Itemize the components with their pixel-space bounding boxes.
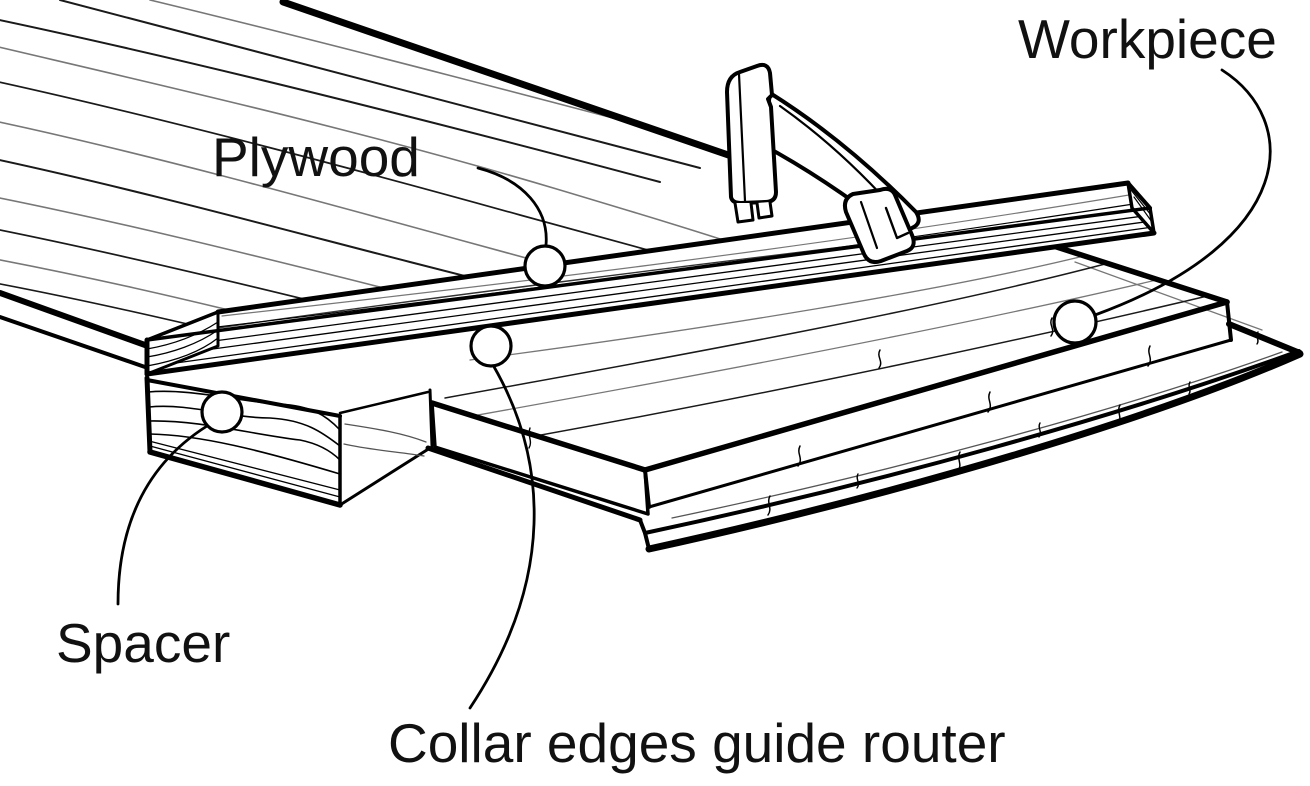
leader-spacer [116, 424, 209, 606]
workpiece-front-right-corner [1225, 300, 1233, 342]
label-collar-caption: Collar edges guide router [388, 712, 1006, 774]
label-workpiece: Workpiece [1018, 8, 1277, 70]
bottom-board-right-end-edge [1226, 321, 1303, 356]
bottom-board-bottom-edge [645, 350, 1304, 553]
plywood-lamination-lines [146, 214, 1154, 368]
workpiece-front-top-edge [642, 299, 1230, 473]
label-spacer: Spacer [56, 612, 231, 674]
leader-dot-plywood [523, 244, 567, 288]
leader-dot-workpiece [1052, 299, 1098, 345]
bench-near-edge [0, 290, 148, 348]
bench-far-edge [279, 0, 741, 162]
leader-collar [468, 363, 536, 710]
label-plywood: Plywood [212, 126, 420, 188]
plywood-right-top-edge [1126, 181, 1152, 210]
leader-dot-collar [469, 324, 513, 368]
clamp-head-foot-left [733, 201, 755, 224]
plywood-strip [144, 180, 1157, 377]
spacer-top-edge [145, 378, 342, 418]
spacer-front-face [147, 380, 340, 505]
plywood-far-edge [215, 180, 1131, 315]
bottom-board-grain [671, 261, 1283, 519]
leader-plywood [476, 166, 548, 247]
workpiece-right-end-edge [1032, 237, 1230, 305]
plywood-left-top-edge [145, 310, 220, 342]
spacer-block [144, 375, 434, 508]
spacer-left-edge [144, 375, 153, 455]
workpiece-front-bottom-edge [647, 338, 1233, 509]
plywood-near-top-edge [145, 206, 1152, 342]
clamp-head [725, 62, 778, 205]
spacer-bottom-edge [147, 449, 343, 508]
bench-grain-lines [0, 0, 748, 341]
leader-workpiece [1093, 68, 1272, 317]
bottom-board [425, 261, 1304, 553]
quick-clamp [725, 62, 921, 265]
plywood-bottom-edge [144, 230, 1157, 377]
workpiece-front-left-corner [643, 468, 651, 509]
under-plywood-gap [338, 388, 434, 507]
bench-board [0, 0, 748, 369]
workpiece-board [429, 237, 1233, 516]
bottom-board-near-edge [643, 349, 1301, 535]
clamp-head-foot-right [755, 200, 774, 220]
leader-dot-spacer [200, 390, 244, 434]
workpiece-left-end-top-edge [429, 400, 648, 473]
callout-leaders [116, 68, 1272, 710]
workpiece-grain-lines [444, 251, 1221, 438]
bench-front-bottom-edge [0, 315, 147, 369]
